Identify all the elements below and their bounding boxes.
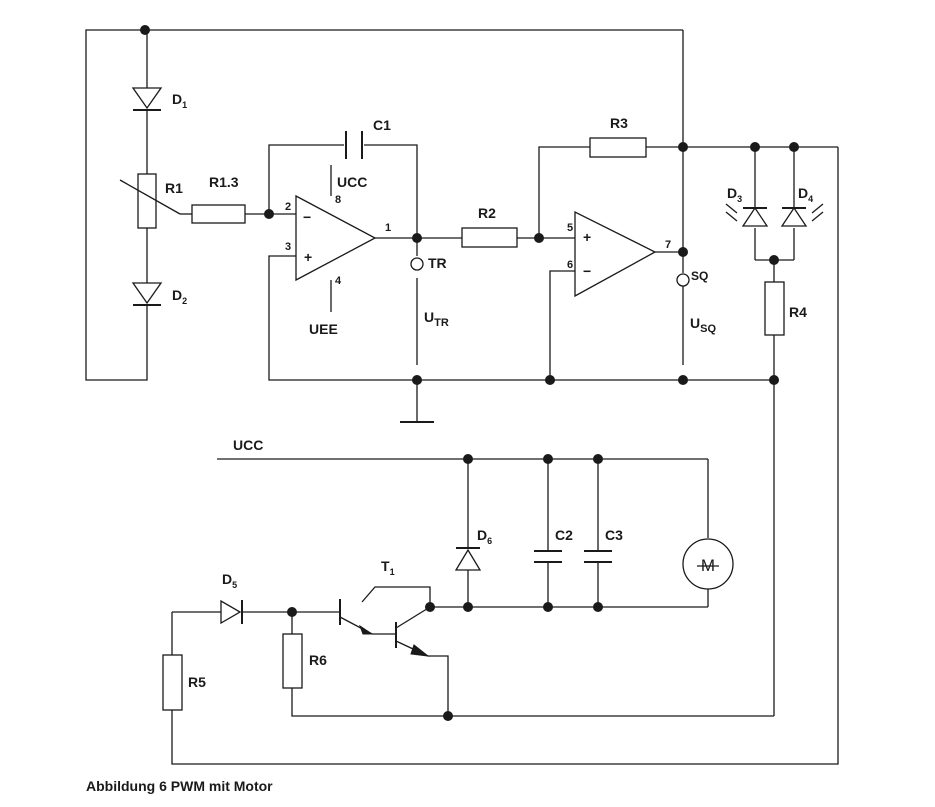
opamp1-plus-sign: + (304, 249, 312, 265)
label-ucc-top: UCC (337, 174, 367, 190)
wires (85, 29, 839, 765)
label-motor: M (701, 556, 715, 575)
pin-2: 2 (285, 201, 291, 213)
pin-7: 7 (665, 239, 671, 251)
label-c1: C1 (373, 117, 391, 133)
opamp-2 (574, 210, 657, 298)
label-d4: D4 (798, 185, 813, 204)
label-tr: TR (428, 255, 447, 271)
terminal-tr (410, 257, 424, 271)
label-c3: C3 (605, 527, 623, 543)
resistor-r3 (589, 137, 647, 158)
pin-3: 3 (285, 241, 291, 253)
capacitor-c3 (584, 550, 612, 563)
label-r2: R2 (478, 205, 496, 221)
resistor-r13 (191, 204, 246, 224)
label-c2: C2 (555, 527, 573, 543)
pin-5: 5 (567, 222, 573, 234)
label-t1: T1 (381, 558, 395, 577)
label-d1: D1 (172, 91, 187, 110)
capacitor-c1 (345, 131, 363, 159)
label-utr: UTR (424, 309, 449, 329)
motor (682, 538, 734, 590)
opamp2-plus-sign: + (583, 229, 591, 245)
pin-4: 4 (335, 275, 342, 287)
opamp2-minus-sign: − (583, 263, 591, 279)
pin-1: 1 (385, 222, 391, 234)
label-d5: D5 (222, 571, 237, 590)
terminal-sq (676, 273, 690, 287)
resistor-r6 (282, 633, 303, 689)
label-d2: D2 (172, 287, 187, 306)
potentiometer-r1 (119, 173, 181, 229)
resistor-r2 (461, 227, 518, 248)
opamp-1 (295, 194, 377, 282)
led-d4 (780, 203, 824, 227)
label-r3: R3 (610, 115, 628, 131)
label-ucc-bottom: UCC (233, 437, 263, 453)
label-d3: D3 (727, 185, 742, 204)
junction-dots (140, 25, 799, 721)
label-uee: UEE (309, 321, 338, 337)
figure-caption: Abbildung 6 PWM mit Motor (86, 778, 273, 794)
label-r1: R1 (165, 180, 183, 196)
label-r4: R4 (789, 304, 807, 320)
resistor-r4 (764, 281, 785, 336)
resistor-r5 (162, 654, 183, 711)
opamp1-minus-sign: − (303, 209, 311, 225)
led-d3 (725, 203, 769, 227)
capacitor-c2 (534, 550, 562, 563)
transistor-t1 (339, 599, 431, 657)
pin-6: 6 (567, 259, 573, 271)
diode-d6 (454, 547, 482, 571)
label-sq: SQ (691, 269, 708, 283)
pin-8: 8 (335, 194, 341, 206)
diode-d2 (131, 282, 163, 306)
label-d6: D6 (477, 527, 492, 546)
label-usq: USQ (690, 315, 716, 335)
label-r6: R6 (309, 652, 327, 668)
diode-d5 (220, 599, 243, 625)
diode-d1 (131, 87, 163, 111)
label-r13: R1.3 (209, 174, 239, 190)
label-r5: R5 (188, 674, 206, 690)
